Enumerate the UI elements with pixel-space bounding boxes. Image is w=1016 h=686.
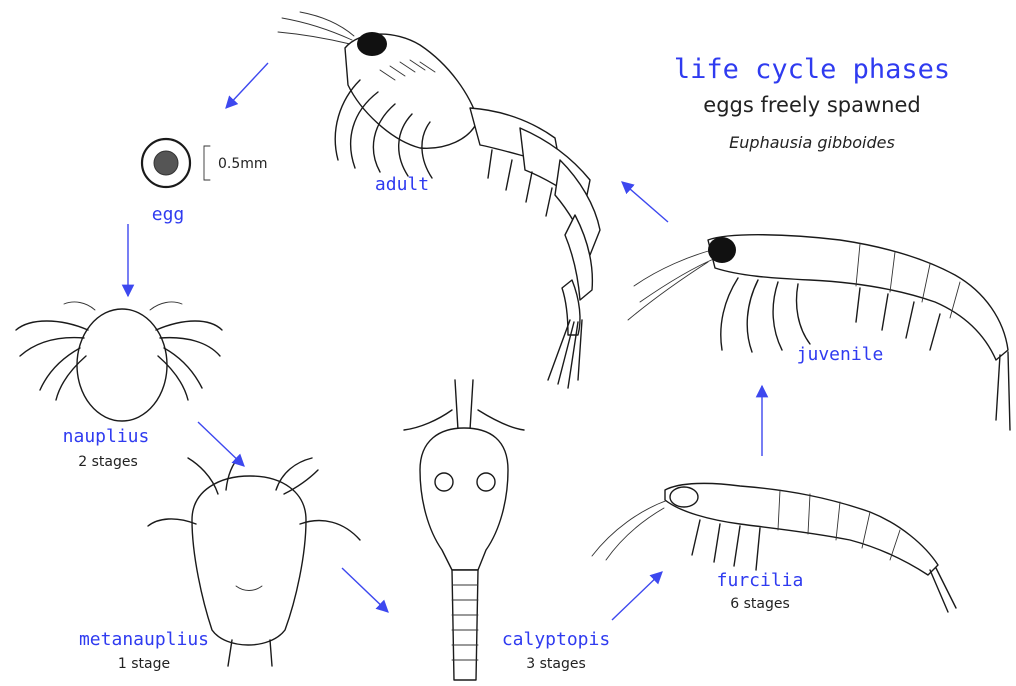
arrow-calyptopis-to-furcilia (612, 572, 662, 620)
furcilia-illustration (592, 483, 956, 612)
diagram-title: life cycle phases (674, 54, 950, 85)
stage-label-calyptopis: calyptopis (502, 629, 610, 650)
stage-label-furcilia: furcilia (717, 570, 804, 591)
stage-label-juvenile: juvenile (797, 344, 884, 365)
scale-bar (204, 146, 210, 180)
stage-label-adult: adult (375, 174, 429, 195)
stage-count-nauplius: 2 stages (78, 454, 138, 470)
diagram-subtitle: eggs freely spawned (703, 93, 920, 117)
stage-count-furcilia: 6 stages (730, 596, 790, 612)
stage-count-metanauplius: 1 stage (118, 656, 170, 672)
nauplius-illustration (16, 302, 222, 421)
arrow-metanauplius-to-calyptopis (342, 568, 388, 612)
stage-label-nauplius: nauplius (63, 426, 150, 447)
stage-label-egg: egg (152, 204, 185, 225)
arrow-adult-to-egg (226, 63, 268, 108)
juvenile-illustration (628, 235, 1010, 430)
egg-illustration (142, 139, 190, 187)
arrow-nauplius-to-metanauplius (198, 422, 244, 466)
arrow-juvenile-to-adult (622, 182, 668, 222)
adult-illustration (278, 12, 600, 388)
scale-label: 0.5mm (218, 156, 268, 172)
species-name: Euphausia gibboides (729, 133, 895, 152)
stage-count-calyptopis: 3 stages (526, 656, 586, 672)
stage-label-metanauplius: metanauplius (79, 629, 209, 650)
